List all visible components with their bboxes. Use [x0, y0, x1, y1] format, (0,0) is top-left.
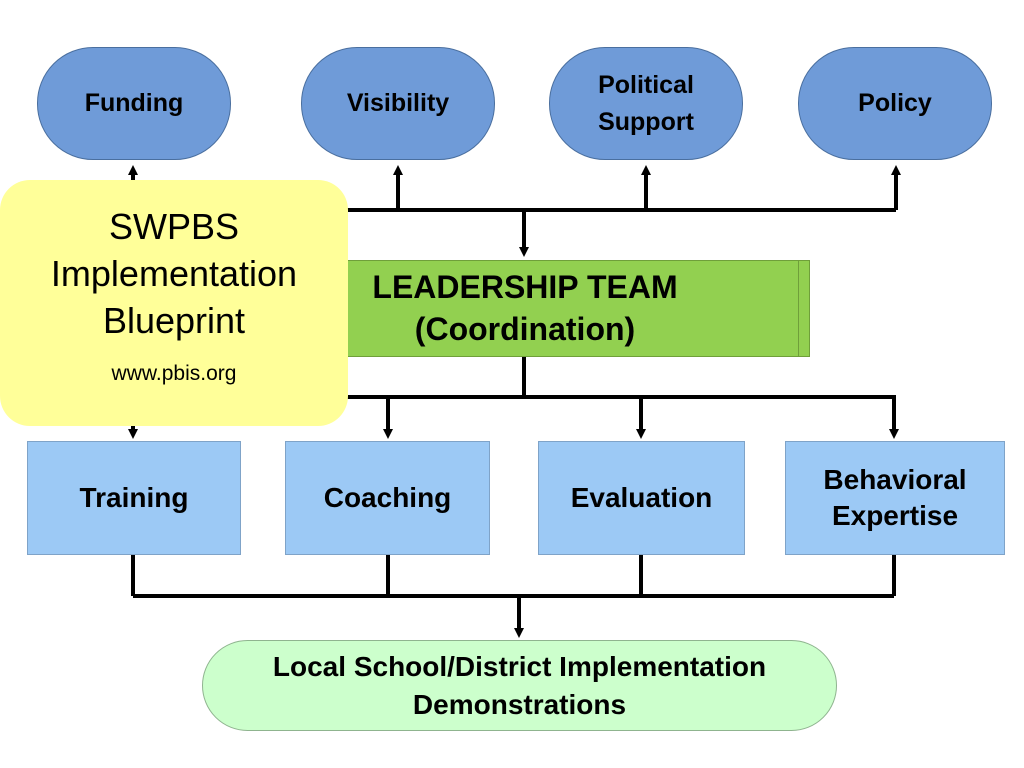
training-label: Training: [79, 481, 189, 513]
blueprint-note-title: SWPBS Implementation Blueprint: [50, 206, 298, 341]
local-implementation-node: Local School/District Implementation Dem…: [202, 640, 837, 731]
funding-label: Funding: [84, 89, 184, 118]
visibility-label: Visibility: [346, 89, 450, 118]
leadership-team-subtitle: (Coordination): [414, 310, 636, 347]
behavioral-expertise-label: Behavioral Expertise: [823, 463, 967, 531]
blueprint-note: SWPBS Implementation Blueprint www.pbis.…: [0, 180, 348, 426]
coaching-label: Coaching: [323, 481, 452, 513]
behavioral-expertise-node: Behavioral Expertise: [785, 441, 1005, 555]
funding-node: Funding: [37, 47, 231, 160]
leadership-shadow-edge: [798, 261, 799, 356]
political-support-node: Political Support: [549, 47, 743, 160]
training-node: Training: [27, 441, 241, 555]
evaluation-label: Evaluation: [570, 481, 713, 513]
leadership-team-title: LEADERSHIP TEAM: [372, 268, 678, 305]
evaluation-node: Evaluation: [538, 441, 745, 555]
coaching-node: Coaching: [285, 441, 490, 555]
local-implementation-label: Local School/District Implementation Dem…: [272, 650, 767, 720]
political-support-label: Political Support: [598, 71, 694, 136]
blueprint-note-url: www.pbis.org: [111, 362, 237, 386]
policy-node: Policy: [798, 47, 992, 160]
policy-label: Policy: [858, 89, 932, 118]
visibility-node: Visibility: [301, 47, 495, 160]
